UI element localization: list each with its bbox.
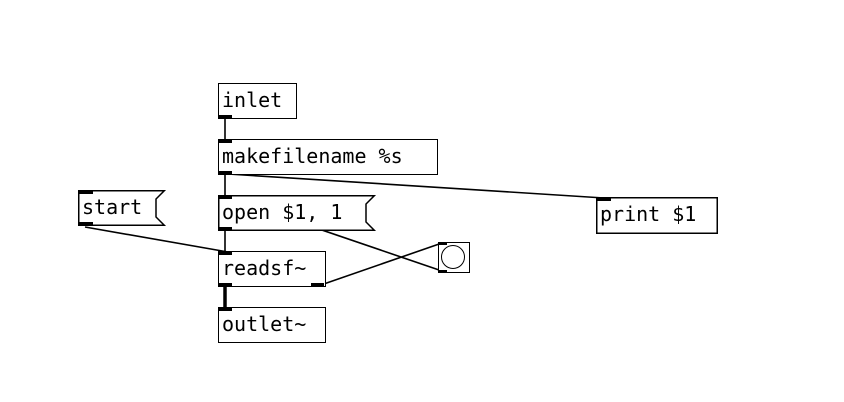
outlet-port[interactable] [219,227,232,231]
wire-readsf-to-bang [317,242,443,287]
inlet-port[interactable] [219,307,232,311]
message-box-outline [596,197,718,234]
inlet-port[interactable] [79,190,93,194]
inlet-port[interactable] [219,139,232,143]
message-print-label: print $1 [600,202,697,226]
object-readsf-label: readsf~ [222,256,307,280]
object-makefilename[interactable]: makefilename %s [218,139,438,175]
wire-makefilename-to-print [227,173,605,199]
object-outlet[interactable]: outlet~ [218,307,326,343]
object-inlet-label: inlet [222,88,283,112]
object-makefilename-label: makefilename %s [222,144,403,168]
message-start[interactable]: start [78,190,167,226]
inlet-port[interactable] [219,251,232,255]
bang-object[interactable] [438,242,470,273]
outlet-port[interactable] [311,283,324,287]
inlet-port[interactable] [597,197,611,201]
wire-start-to-readsf [84,226,229,253]
message-open[interactable]: open $1, 1 [218,195,377,231]
message-open-label: open $1, 1 [222,200,343,224]
inlet-port[interactable] [439,242,447,245]
message-start-label: start [82,195,143,219]
object-inlet[interactable]: inlet [218,83,297,119]
object-readsf[interactable]: readsf~ [218,251,326,287]
outlet-port[interactable] [219,171,232,175]
bang-circle-icon[interactable] [441,245,465,269]
outlet-port[interactable] [439,270,447,273]
message-box-outline [218,195,377,231]
outlet-port[interactable] [79,222,93,226]
message-print[interactable]: print $1 [596,197,718,234]
outlet-port[interactable] [219,283,232,287]
object-outlet-label: outlet~ [222,312,307,336]
message-box-outline [78,190,167,226]
inlet-port[interactable] [219,195,232,199]
outlet-port[interactable] [219,115,232,119]
